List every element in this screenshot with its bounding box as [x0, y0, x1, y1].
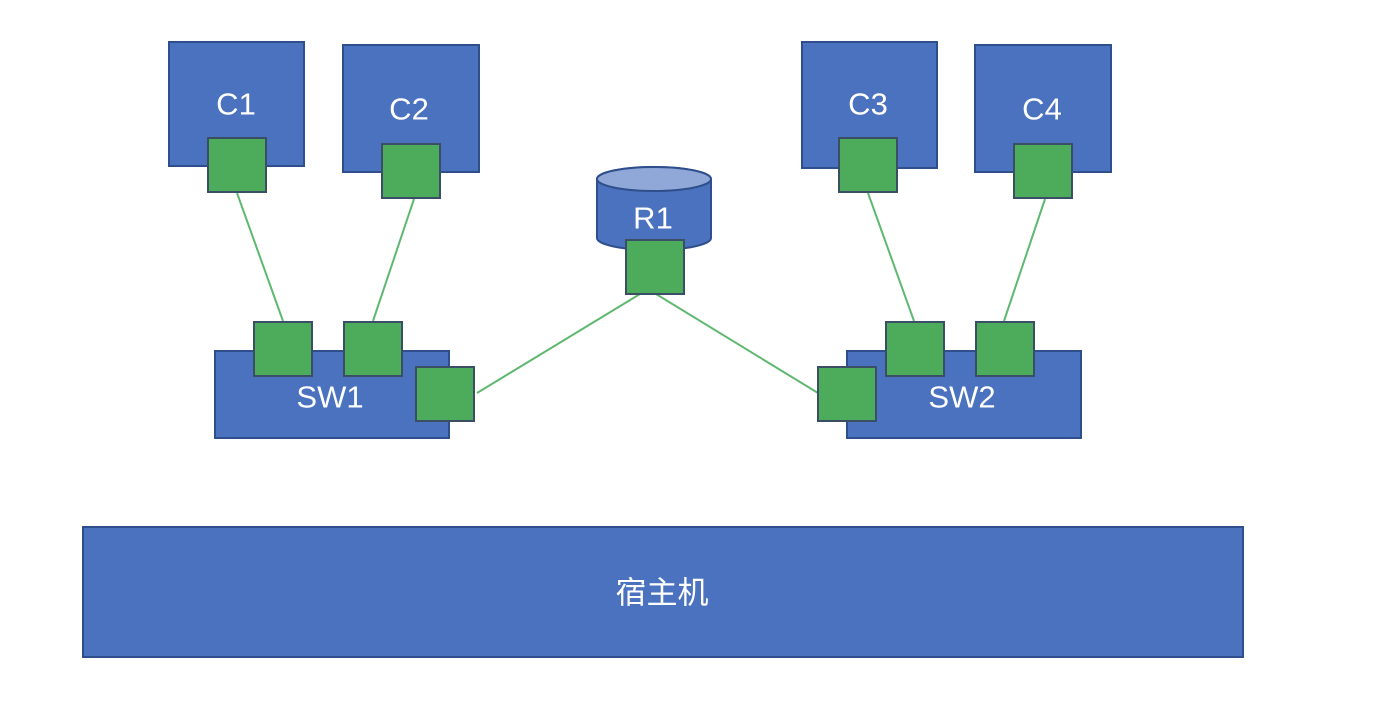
link-c1-sw1	[236, 192, 284, 322]
host-machine-label: 宿主机	[615, 575, 709, 611]
port-sw2-c3	[885, 321, 945, 377]
port-sw2-c4	[975, 321, 1035, 377]
host-machine[interactable]	[82, 526, 1244, 658]
port-sw1-c1	[253, 321, 313, 377]
link-c2-sw1	[372, 198, 415, 322]
port-sw2-uplink	[817, 366, 877, 422]
router-r1-label: R1	[633, 200, 673, 236]
port-c4	[1013, 143, 1073, 199]
link-r1-sw1	[476, 293, 641, 394]
link-c3-sw2	[867, 192, 915, 322]
container-c2-label: C2	[389, 91, 429, 127]
switch-sw1-label: SW1	[296, 379, 364, 415]
port-r1	[625, 239, 685, 295]
link-r1-sw2	[655, 293, 819, 394]
container-c3-label: C3	[848, 86, 888, 122]
port-sw1-c2	[343, 321, 403, 377]
port-sw1-uplink	[415, 366, 475, 422]
port-c1	[207, 137, 267, 193]
container-c4-label: C4	[1022, 91, 1062, 127]
port-c3	[838, 137, 898, 193]
switch-sw2-label: SW2	[928, 379, 996, 415]
container-c1-label: C1	[216, 86, 256, 122]
link-c4-sw2	[1003, 198, 1046, 322]
port-c2	[381, 143, 441, 199]
